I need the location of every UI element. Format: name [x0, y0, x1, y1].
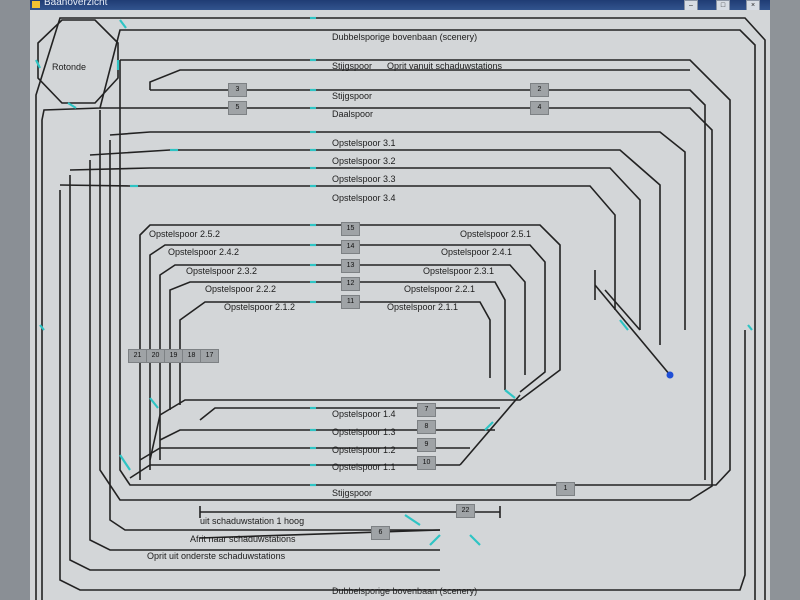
opstelspoor-1-1 — [129, 464, 460, 479]
title-bar[interactable]: Baanoverzicht – □ × — [30, 0, 770, 11]
block-22[interactable]: 22 — [456, 504, 475, 518]
opstel-3-1-return — [109, 140, 440, 531]
block-14[interactable]: 14 — [341, 240, 360, 254]
label-opstelspoor-1-1: Opstelspoor 1.1 — [332, 462, 396, 472]
label-opstelspoor-2-2-2: Opstelspoor 2.2.2 — [205, 284, 277, 294]
label-opstelspoor-1-4: Opstelspoor 1.4 — [332, 409, 396, 419]
label-dubbel-bottom: Dubbelsporige bovenbaan (scenery) — [332, 586, 478, 596]
label-opstelspoor-2-5-2: Opstelspoor 2.5.2 — [149, 229, 221, 239]
label-opstelspoor-1-3: Opstelspoor 1.3 — [332, 427, 396, 437]
block-19[interactable]: 19 — [164, 349, 183, 363]
label-opstelspoor-3-4: Opstelspoor 3.4 — [332, 193, 396, 203]
fan-right-1x — [459, 394, 521, 466]
opstelspoor-2-1 — [179, 301, 491, 405]
block-8[interactable]: 8 — [417, 420, 436, 434]
loop-link-top — [149, 69, 690, 90]
app-icon — [32, 1, 40, 8]
track-layout-canvas[interactable]: Rotonde Dubbelsporige bovenbaan (scenery… — [30, 10, 770, 600]
junction-diagonal — [594, 284, 671, 376]
opstel-3-4-return — [59, 190, 746, 591]
outer-double-track-a — [35, 17, 766, 600]
block-5[interactable]: 5 — [228, 101, 247, 115]
opstelspoor-1-4 — [199, 407, 500, 421]
block-17[interactable]: 17 — [200, 349, 219, 363]
block-1[interactable]: 1 — [556, 482, 575, 496]
label-opstelspoor-2-3-1: Opstelspoor 2.3.1 — [423, 266, 495, 276]
opstel-3-3-return — [69, 175, 440, 571]
track-lines — [35, 17, 766, 600]
label-opstelspoor-2-4-1: Opstelspoor 2.4.1 — [441, 247, 513, 257]
label-opstelspoor-3-3: Opstelspoor 3.3 — [332, 174, 396, 184]
block-20[interactable]: 20 — [146, 349, 165, 363]
opstelspoor-3-4 — [59, 184, 616, 310]
label-oprit-onderste: Oprit uit onderste schaduwstations — [147, 551, 286, 561]
label-opstelspoor-2-1-2: Opstelspoor 2.1.2 — [224, 302, 296, 312]
opstel-3-2-return — [89, 160, 440, 551]
label-opstelspoor-2-2-1: Opstelspoor 2.2.1 — [404, 284, 476, 294]
label-opstelspoor-3-2: Opstelspoor 3.2 — [332, 156, 396, 166]
desktop-left-edge — [0, 0, 30, 600]
block-4[interactable]: 4 — [530, 101, 549, 115]
desktop-right-edge — [770, 0, 800, 600]
block-12[interactable]: 12 — [341, 277, 360, 291]
label-opstelspoor-2-5-1: Opstelspoor 2.5.1 — [460, 229, 532, 239]
stijgspoor-loop — [119, 59, 731, 486]
label-oprit-schaduw: Oprit vanuit schaduwstations — [387, 61, 503, 71]
block-9[interactable]: 9 — [417, 438, 436, 452]
afrit-track — [199, 529, 441, 539]
block-10[interactable]: 10 — [417, 456, 436, 470]
label-dubbel-top: Dubbelsporige bovenbaan (scenery) — [332, 32, 478, 42]
label-afrit-schaduwstations: Afrit naar schaduwstations — [190, 534, 296, 544]
label-opstelspoor-1-2: Opstelspoor 1.2 — [332, 445, 396, 455]
block-21[interactable]: 21 — [128, 349, 147, 363]
block-6[interactable]: 6 — [371, 526, 390, 540]
label-rotonde: Rotonde — [52, 62, 87, 72]
occupied-indicator — [666, 371, 674, 379]
label-daalspoor: Daalspoor — [332, 109, 374, 119]
track-diagram[interactable] — [30, 10, 770, 600]
daalspoor-loop — [99, 107, 713, 501]
window-title: Baanoverzicht — [44, 0, 108, 8]
rotonde-outline — [37, 19, 119, 104]
opstelspoor-3-3 — [69, 167, 641, 330]
section-markers — [35, 16, 753, 546]
outer-double-track-b — [41, 29, 756, 600]
label-stijgspoor-2: Stijgspoor — [332, 91, 373, 101]
label-stijgspoor-bottom: Stijgspoor — [332, 488, 373, 498]
label-uit-schaduwstation: uit schaduwstation 1 hoog — [200, 516, 305, 526]
label-opstelspoor-3-1: Opstelspoor 3.1 — [332, 138, 396, 148]
block-7[interactable]: 7 — [417, 403, 436, 417]
label-opstelspoor-2-4-2: Opstelspoor 2.4.2 — [168, 247, 240, 257]
label-stijgspoor-top: Stijgspoor — [332, 61, 373, 71]
block-2[interactable]: 2 — [530, 83, 549, 97]
block-3[interactable]: 3 — [228, 83, 247, 97]
block-11[interactable]: 11 — [341, 295, 360, 309]
label-opstelspoor-2-3-2: Opstelspoor 2.3.2 — [186, 266, 258, 276]
block-15[interactable]: 15 — [341, 222, 360, 236]
opstelspoor-3-2 — [89, 149, 661, 345]
opstelspoor-3-1 — [109, 131, 686, 330]
opstelspoor-1-3 — [159, 429, 495, 441]
block-13[interactable]: 13 — [341, 259, 360, 273]
opstelspoor-1-2 — [139, 447, 470, 461]
opstelspoor-2-5 — [139, 224, 561, 480]
junction-stub-2 — [604, 289, 641, 331]
opstelspoor-2-4 — [149, 244, 546, 470]
stijgspoor-2-track — [150, 89, 706, 480]
block-18[interactable]: 18 — [182, 349, 201, 363]
label-opstelspoor-2-1-1: Opstelspoor 2.1.1 — [387, 302, 459, 312]
